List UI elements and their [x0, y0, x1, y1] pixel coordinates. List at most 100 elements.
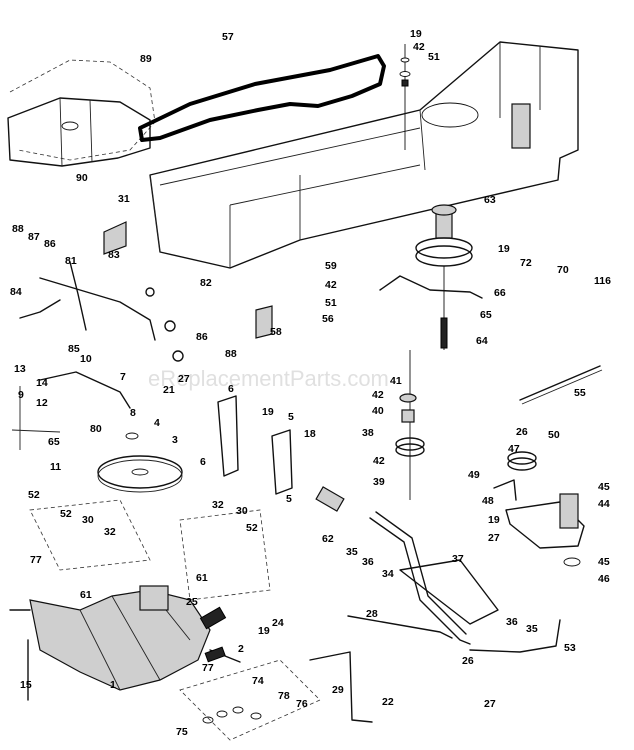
- part-label-84: 84: [10, 286, 22, 298]
- part-label-61: 61: [80, 589, 92, 601]
- part-label-32: 32: [104, 526, 116, 538]
- part-label-52: 52: [60, 508, 72, 520]
- part-label-116: 116: [594, 275, 611, 287]
- part-label-74: 74: [252, 675, 264, 687]
- part-label-51: 51: [325, 297, 337, 309]
- part-label-78: 78: [278, 690, 290, 702]
- part-label-61: 61: [196, 572, 208, 584]
- part-label-5: 5: [286, 493, 292, 505]
- part-label-19: 19: [498, 243, 510, 255]
- part-label-77: 77: [202, 662, 214, 674]
- part-label-76: 76: [296, 698, 308, 710]
- part-label-37: 37: [452, 553, 464, 565]
- part-label-19: 19: [262, 406, 274, 418]
- part-label-89: 89: [140, 53, 152, 65]
- spring-25: [199, 606, 227, 630]
- center-pulley-assembly: [415, 204, 473, 350]
- part-label-77: 77: [30, 554, 42, 566]
- part-label-87: 87: [28, 231, 40, 243]
- part-label-27: 27: [488, 532, 500, 544]
- part-label-2: 2: [238, 643, 244, 655]
- part-label-55: 55: [574, 387, 586, 399]
- part-label-64: 64: [476, 335, 488, 347]
- idler-pulley-stack: [395, 350, 425, 500]
- part-label-36: 36: [506, 616, 518, 628]
- frame-fastener-stack: [399, 44, 411, 150]
- part-label-21: 21: [163, 384, 175, 396]
- part-label-24: 24: [272, 617, 284, 629]
- part-label-39: 39: [373, 476, 385, 488]
- part-label-88: 88: [225, 348, 237, 360]
- part-label-10: 10: [80, 353, 92, 365]
- part-label-65: 65: [480, 309, 492, 321]
- rod-53: [469, 619, 561, 653]
- part-label-26: 26: [462, 655, 474, 667]
- part-label-62: 62: [322, 533, 334, 545]
- rod-22: [309, 651, 373, 723]
- part-label-59: 59: [325, 260, 337, 272]
- part-label-88: 88: [12, 223, 24, 235]
- part-label-52: 52: [28, 489, 40, 501]
- part-label-75: 75: [176, 726, 188, 738]
- part-label-81: 81: [65, 255, 77, 267]
- right-pulley-bracket: [493, 451, 585, 567]
- part-label-80: 80: [90, 423, 102, 435]
- part-label-29: 29: [332, 684, 344, 696]
- part-label-6: 6: [228, 383, 234, 395]
- part-label-27: 27: [178, 373, 190, 385]
- assembly-outline-left: [29, 499, 151, 571]
- part-label-42: 42: [413, 41, 425, 53]
- part-label-52: 52: [246, 522, 258, 534]
- part-label-19: 19: [410, 28, 422, 40]
- part-label-27: 27: [484, 698, 496, 710]
- part-label-66: 66: [494, 287, 506, 299]
- part-label-86: 86: [44, 238, 56, 250]
- spring-2: [204, 646, 226, 663]
- watermark: eReplacementParts.com: [148, 366, 389, 391]
- part-label-32: 32: [212, 499, 224, 511]
- part-label-35: 35: [346, 546, 358, 558]
- part-label-45: 45: [598, 481, 610, 493]
- part-label-6: 6: [200, 456, 206, 468]
- bushing-set: [179, 659, 321, 741]
- transaxle: [9, 585, 241, 701]
- part-label-1: 1: [110, 679, 116, 691]
- part-label-42: 42: [372, 389, 384, 401]
- part-label-49: 49: [468, 469, 480, 481]
- drive-belt: [138, 54, 386, 142]
- part-label-82: 82: [200, 277, 212, 289]
- part-label-3: 3: [172, 434, 178, 446]
- part-label-44: 44: [598, 498, 610, 510]
- part-label-15: 15: [20, 679, 32, 691]
- part-label-47: 47: [508, 443, 520, 455]
- part-label-42: 42: [325, 279, 337, 291]
- part-label-48: 48: [482, 495, 494, 507]
- part-label-90: 90: [76, 172, 88, 184]
- part-label-34: 34: [382, 568, 394, 580]
- transaxle-pulley: [97, 432, 183, 493]
- part-label-9: 9: [18, 389, 24, 401]
- part-label-38: 38: [362, 427, 374, 439]
- part-label-45: 45: [598, 556, 610, 568]
- part-label-30: 30: [236, 505, 248, 517]
- part-label-14: 14: [36, 377, 48, 389]
- part-label-85: 85: [68, 343, 80, 355]
- part-label-56: 56: [322, 313, 334, 325]
- part-label-86: 86: [196, 331, 208, 343]
- part-label-63: 63: [484, 194, 496, 206]
- part-label-4: 4: [154, 417, 160, 429]
- part-label-70: 70: [557, 264, 569, 276]
- part-label-51: 51: [428, 51, 440, 63]
- part-label-65: 65: [48, 436, 60, 448]
- part-label-46: 46: [598, 573, 610, 585]
- part-label-40: 40: [372, 405, 384, 417]
- part-label-41: 41: [390, 375, 402, 387]
- part-label-7: 7: [120, 371, 126, 383]
- part-label-83: 83: [108, 249, 120, 261]
- hood-front-panel: [7, 59, 156, 167]
- part-label-36: 36: [362, 556, 374, 568]
- part-label-57: 57: [222, 31, 234, 43]
- part-label-31: 31: [118, 193, 130, 205]
